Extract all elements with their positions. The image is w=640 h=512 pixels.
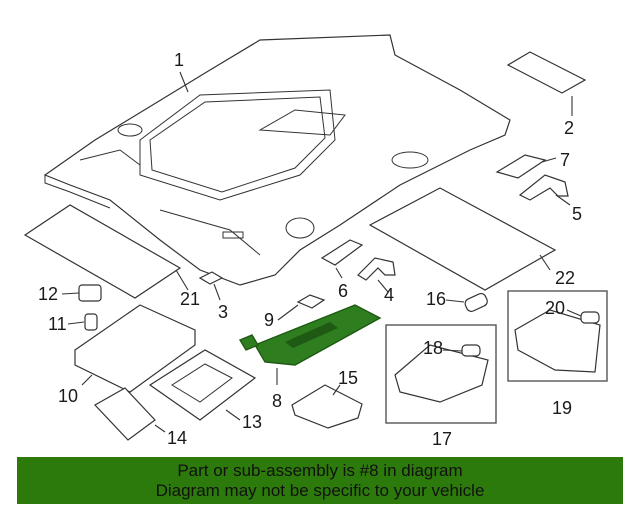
bulb-16-part [464,292,488,312]
handle-5-part [518,174,569,201]
lamp-19-part [514,309,601,373]
callout-8: 8 [272,391,282,411]
callout-15: 15 [338,368,358,388]
callout-20: 20 [545,298,565,318]
box-17 [385,324,497,424]
callout-11: 11 [48,314,67,334]
panel-21-part [23,204,182,299]
lamp-15-part [291,384,363,429]
callout-2: 2 [564,118,574,138]
callout-1: 1 [174,50,184,70]
callout-21: 21 [180,289,200,309]
sun-visor-8-part [238,304,382,366]
banner-line-2: Diagram may not be specific to your vehi… [155,481,485,500]
callout-9: 9 [264,310,274,330]
handle-4-part [357,257,396,281]
parts-diagram: 1 2 3 4 5 6 7 8 9 10 11 12 13 14 15 16 1… [23,34,608,449]
lamp-17-part [394,344,489,403]
callout-12: 12 [38,284,58,304]
callout-4: 4 [384,285,394,305]
callout-10: 10 [58,386,78,406]
headliner-part [43,34,511,286]
callout-5: 5 [572,204,582,224]
callout-22: 22 [555,268,575,288]
callout-18: 18 [423,338,443,358]
callout-14: 14 [167,428,187,448]
callout-16: 16 [426,289,446,309]
banner-line-1: Part or sub-assembly is #8 in diagram [177,461,463,480]
panel-22-part [368,187,557,291]
clip-9-part [296,294,326,309]
leader-lines [61,71,582,433]
box-19 [507,290,608,382]
callout-3: 3 [218,302,228,322]
console-10-part [74,304,196,393]
callout-13: 13 [242,412,262,432]
callout-6: 6 [338,281,348,301]
callout-7: 7 [560,150,570,170]
bezel-13-part [148,349,257,421]
lens-14-part [94,387,156,441]
info-banner: Part or sub-assembly is #8 in diagram Di… [17,457,623,504]
bulb-20-part [580,311,600,324]
callout-17: 17 [432,429,452,449]
callout-19: 19 [552,398,572,418]
bulb-11-part [84,313,98,331]
bracket-7-part [495,154,547,179]
bracket-6-part [320,239,364,266]
cap-12-part [78,284,102,302]
clip-3-part [198,271,224,285]
trim-2-part [506,51,587,94]
bulb-18-part [461,344,481,357]
